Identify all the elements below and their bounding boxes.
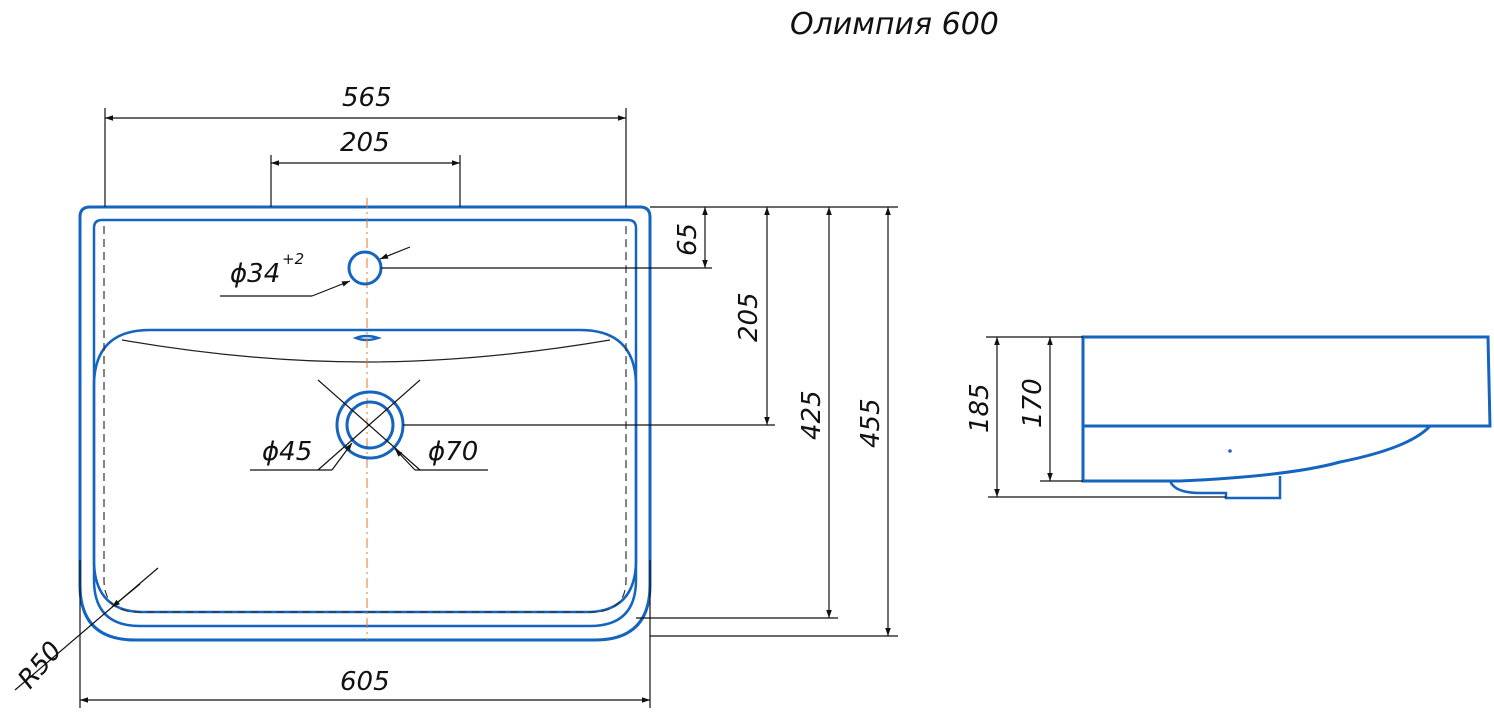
dim-170-label: 170 <box>1018 378 1048 428</box>
drain-inner <box>345 400 395 450</box>
tap-leader-diag <box>311 280 351 297</box>
tap-hole <box>347 250 383 286</box>
tap-hole-tolerance: +2 <box>282 250 304 268</box>
overflow-slot <box>352 334 382 342</box>
dim-tap-label: 205 <box>340 128 390 158</box>
dim-drain-depth-label: 205 <box>734 292 764 342</box>
tap-hole-label: ϕ34 <box>230 259 280 289</box>
bowl-slope-edge <box>121 339 611 363</box>
dim-425-label: 425 <box>797 390 827 440</box>
tap-leader-out <box>379 246 411 260</box>
dim-605-label: 605 <box>340 667 390 697</box>
side-bowl-body <box>1081 424 1432 483</box>
side-view: 185 170 <box>965 335 1492 500</box>
drawing-title: Олимпия 600 <box>790 7 999 42</box>
drain-cross-2 <box>317 379 421 471</box>
basin-rim-outline <box>92 218 638 628</box>
hidden-wall-line <box>103 226 627 613</box>
side-drain-outlet <box>1168 476 1282 500</box>
drain-outer-label: ϕ70 <box>428 437 478 467</box>
dim-565-label: 565 <box>342 83 392 113</box>
plan-view: 565 205 605 65 205 425 455 ϕ34 <box>12 83 898 708</box>
drain-inner-label: ϕ45 <box>262 437 312 467</box>
drain-inner-leader-diag <box>331 442 353 471</box>
basin-outer-outline <box>78 205 652 642</box>
side-top-slab <box>1081 335 1492 428</box>
side-overflow-dot <box>1228 449 1232 453</box>
dim-185-label: 185 <box>965 383 995 433</box>
dim-65-label: 65 <box>673 223 703 256</box>
dim-455-label: 455 <box>856 398 886 448</box>
bowl-outline <box>92 328 638 614</box>
drain-outer-leader-diag <box>394 448 416 471</box>
radius-arrow <box>111 583 141 608</box>
